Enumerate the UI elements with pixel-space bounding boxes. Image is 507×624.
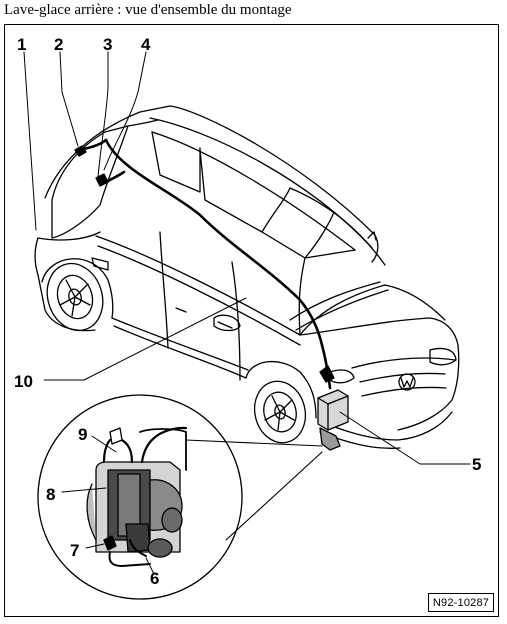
callout-leaders <box>23 51 471 575</box>
callout-8: 8 <box>46 485 55 504</box>
callout-10: 10 <box>14 372 33 391</box>
callout-1: 1 <box>17 35 26 54</box>
pump-detail <box>86 426 188 567</box>
callout-7: 7 <box>70 541 79 560</box>
callout-2: 2 <box>54 35 63 54</box>
detail-magnifier-circle <box>37 394 243 600</box>
washer-hose <box>76 138 332 390</box>
washer-reservoir <box>317 389 349 451</box>
callout-4: 4 <box>141 35 151 54</box>
diagram-frame <box>4 24 499 617</box>
callout-9: 9 <box>78 425 87 444</box>
callout-5: 5 <box>472 455 481 474</box>
callout-6: 6 <box>150 569 159 588</box>
callout-3: 3 <box>103 35 112 54</box>
reference-code: N92-10287 <box>428 593 494 612</box>
car-body <box>34 105 460 449</box>
diagram-title: Lave-glace arrière : vue d'ensemble du m… <box>4 2 292 18</box>
